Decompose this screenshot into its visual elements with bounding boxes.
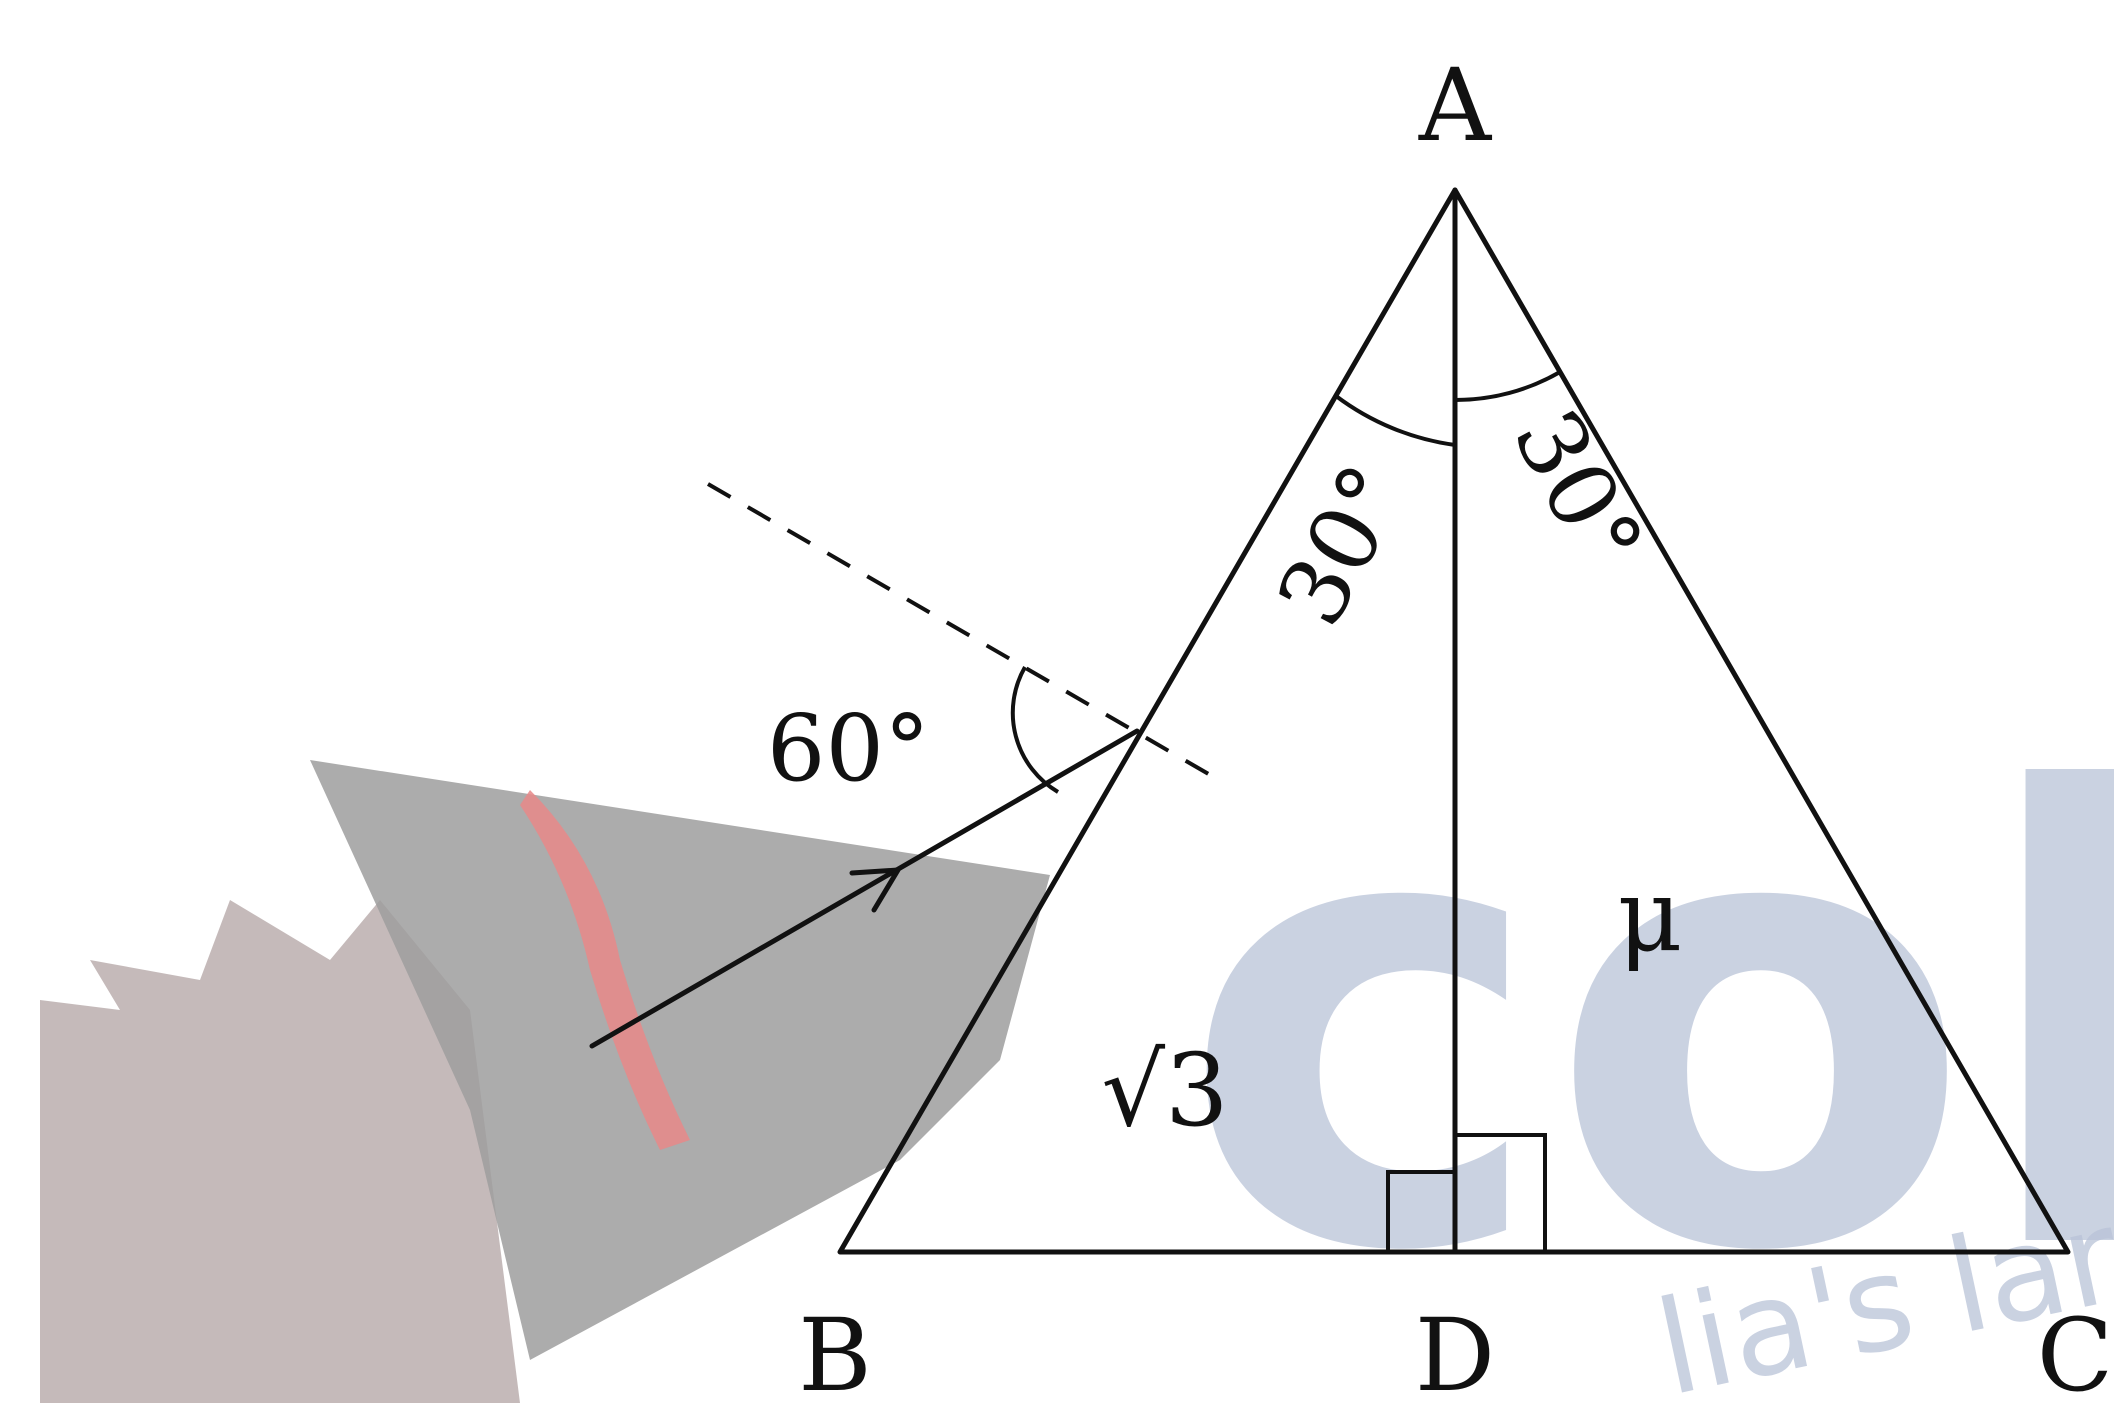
apex-angle-label-left: 30° <box>1257 448 1428 642</box>
watermark-word: colle <box>1180 666 2114 1387</box>
vertex-label-a: A <box>1418 47 1493 164</box>
watermark-graduation-cap <box>310 760 1050 1360</box>
refractive-index-left: √3 <box>1101 1032 1228 1149</box>
watermark-hair-silhouette <box>40 900 520 1403</box>
vertex-label-c: C <box>2037 1297 2114 1403</box>
watermark: colle lia's lar <box>40 666 2114 1403</box>
incidence-angle-label: 60° <box>767 695 930 802</box>
incidence-angle-arc <box>1010 666 1060 794</box>
apex-angle-label-right: 30° <box>1492 393 1663 587</box>
vertex-label-b: B <box>798 1297 872 1403</box>
apex-angle-arc-left <box>1334 394 1456 447</box>
refractive-index-right: μ <box>1618 857 1683 974</box>
apex-angle-arc-right <box>1454 370 1561 403</box>
right-angle-marker-right <box>1455 1133 1547 1252</box>
watermark-cap-tassel <box>520 790 690 1150</box>
right-angle-marker-left <box>1386 1170 1455 1252</box>
vertex-label-d: D <box>1415 1297 1495 1403</box>
normal-line <box>706 482 1214 778</box>
prism <box>837 187 2071 1255</box>
incident-ray-group <box>589 482 1214 1049</box>
incident-ray-arrowhead <box>849 867 901 913</box>
